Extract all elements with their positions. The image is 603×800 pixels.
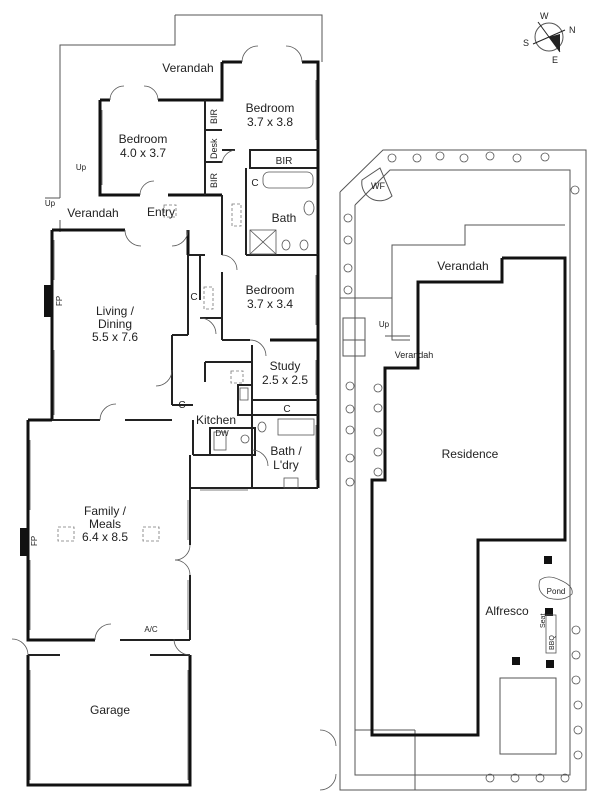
boundary-lines xyxy=(45,14,323,232)
closet-laundry-label: C xyxy=(283,404,290,415)
desk-label: Desk xyxy=(209,138,219,159)
fireplace-label-1: FP xyxy=(55,296,64,306)
living-label: Living / xyxy=(96,304,135,318)
compass: W N S E xyxy=(523,11,576,65)
dining-label: Dining xyxy=(98,317,132,331)
family-size: 6.4 x 8.5 xyxy=(82,530,128,544)
residence-label: Residence xyxy=(442,447,499,461)
bedroom1-label: Bedroom xyxy=(119,132,168,146)
bedroom1-size: 4.0 x 3.7 xyxy=(120,146,166,160)
entry-label: Entry xyxy=(147,205,175,219)
study-label: Study xyxy=(270,359,301,373)
bath-laundry-label: Bath / xyxy=(270,444,302,458)
left-plan-labels: Verandah Bedroom 4.0 x 3.7 BIR Desk BIR … xyxy=(30,61,308,717)
living-size: 5.5 x 7.6 xyxy=(92,330,138,344)
fixtures xyxy=(213,171,315,489)
bir3-label: BIR xyxy=(276,156,293,167)
compass-n: N xyxy=(569,25,576,35)
bedroom2-label: Bedroom xyxy=(246,101,295,115)
site-features xyxy=(319,167,573,791)
closet-kitchen-label: C xyxy=(178,400,185,411)
site-labels: WF Verandah Verandah Up Residence Alfres… xyxy=(371,181,565,650)
rear-verandah-label: Verandah xyxy=(437,259,488,273)
bir2-label: BIR xyxy=(209,172,219,188)
door-swings xyxy=(11,45,303,656)
site-up-label: Up xyxy=(379,320,390,329)
ac-label: A/C xyxy=(144,625,158,634)
house-walls xyxy=(20,60,320,787)
bbq-label: BBQ xyxy=(549,635,556,650)
verandah-left-label: Verandah xyxy=(67,206,118,220)
garden-trees xyxy=(343,151,583,783)
closet-bath-label: C xyxy=(251,178,258,189)
wood-fire-label: WF xyxy=(371,181,385,191)
laundry-label: L'dry xyxy=(273,458,299,472)
garage-label: Garage xyxy=(90,703,130,717)
pond-label: Pond xyxy=(547,587,566,596)
site-boundary xyxy=(339,149,587,791)
fireplace-label-2: FP xyxy=(30,536,39,546)
dishwasher-label: DW xyxy=(215,429,229,438)
kitchen-label: Kitchen xyxy=(196,413,236,427)
small-verandah-label: Verandah xyxy=(395,350,434,360)
compass-w: W xyxy=(540,11,549,21)
closet-living-label: C xyxy=(190,292,197,303)
bath-label: Bath xyxy=(272,211,297,225)
study-size: 2.5 x 2.5 xyxy=(262,373,308,387)
bedroom3-label: Bedroom xyxy=(246,283,295,297)
verandah-top-label: Verandah xyxy=(162,61,213,75)
alfresco-label: Alfresco xyxy=(485,604,529,618)
bedroom3-size: 3.7 x 3.4 xyxy=(247,297,293,311)
seat-label: Seat xyxy=(540,614,547,628)
family-label: Family / xyxy=(84,504,127,518)
bedroom2-size: 3.7 x 3.8 xyxy=(247,115,293,129)
up-label-1: Up xyxy=(76,163,87,172)
meals-label: Meals xyxy=(89,517,121,531)
light-fittings xyxy=(57,203,244,542)
site-walls xyxy=(340,256,567,737)
bir1-label: BIR xyxy=(209,108,219,124)
compass-s: S xyxy=(523,38,529,48)
compass-e: E xyxy=(552,55,558,65)
up-label-2: Up xyxy=(45,199,56,208)
